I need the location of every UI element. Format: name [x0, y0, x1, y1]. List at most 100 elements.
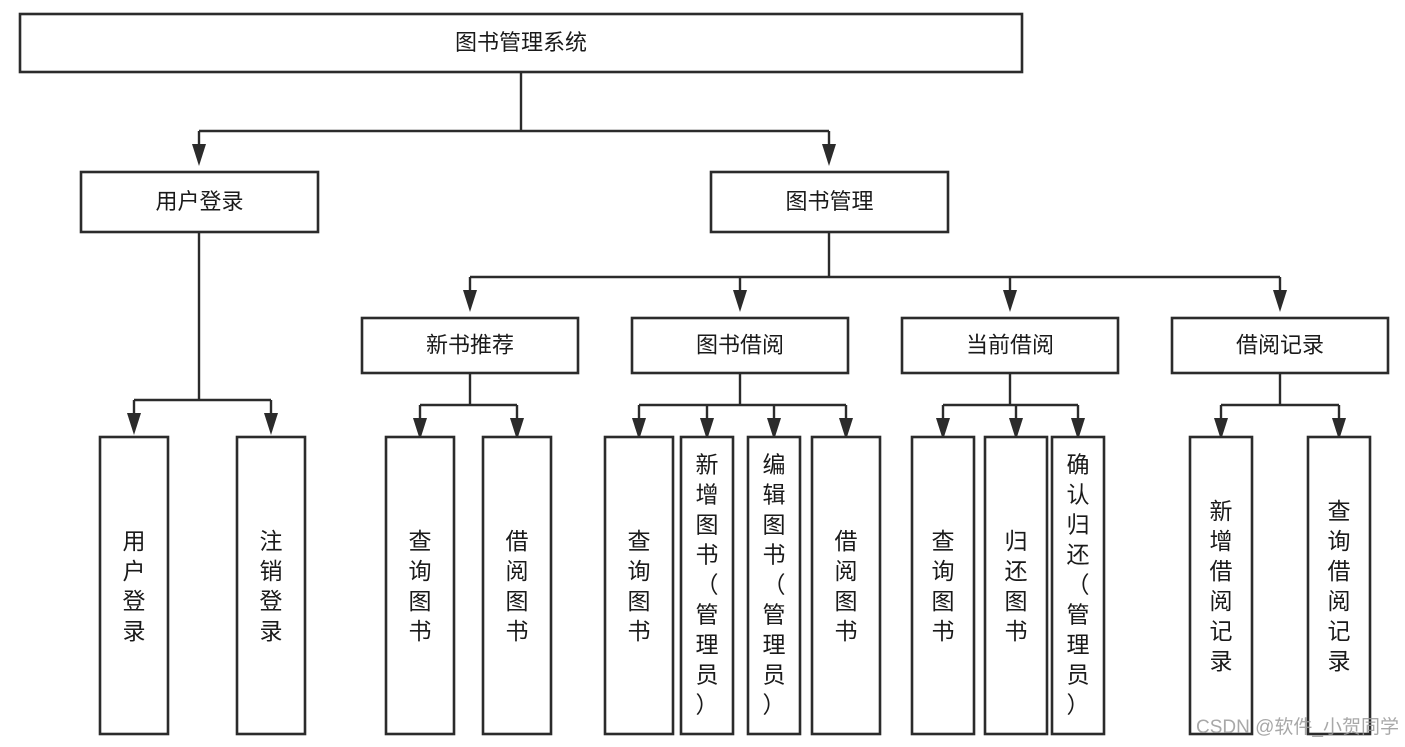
node-user-login[interactable]: 用户登录 [79, 170, 320, 234]
node-box-leaf-add-book[interactable] [679, 435, 735, 736]
node-box-current-borrow[interactable] [900, 316, 1120, 375]
label-char: 用 [123, 528, 146, 554]
arrow-head-icon [632, 418, 646, 440]
connector-recommend-to-leaves [413, 373, 524, 440]
node-new-book-recommend[interactable]: 新书推荐 [360, 316, 580, 375]
node-box-leaf-query-record[interactable] [1306, 435, 1372, 736]
node-box-leaf-user-login[interactable] [98, 435, 170, 736]
label-char: ） [1067, 691, 1090, 717]
node-box-leaf-add-record[interactable] [1188, 435, 1254, 736]
arrow-head-icon [936, 418, 950, 440]
node-box-leaf-borrow-book-2[interactable] [810, 435, 882, 736]
label-char: 查 [628, 528, 651, 554]
node-label-leaf-user-login: 用户登录 [123, 528, 146, 644]
node-label-borrow-record: 借阅记录 [1236, 332, 1324, 357]
label-char: 新 [1210, 498, 1233, 524]
node-leaf-user-login[interactable]: 用户登录 [98, 435, 170, 736]
node-box-leaf-return-book[interactable] [983, 435, 1049, 736]
node-root[interactable]: 图书管理系统 [18, 12, 1024, 74]
label-char: 借 [1328, 558, 1351, 584]
node-box-root[interactable] [18, 12, 1024, 74]
label-char: 图 [409, 588, 432, 614]
label-char: 认 [1067, 481, 1090, 507]
label-char: 新 [696, 451, 719, 477]
node-box-leaf-query-book-3[interactable] [910, 435, 976, 736]
label-char: 书 [932, 618, 955, 644]
label-char: 书 [835, 618, 858, 644]
node-label-root: 图书管理系统 [455, 30, 587, 55]
label-char: 询 [409, 558, 432, 584]
node-label-user-login: 用户登录 [155, 189, 243, 214]
label-char: 书 [628, 618, 651, 644]
label-char: 增 [696, 481, 719, 507]
node-box-user-login[interactable] [79, 170, 320, 234]
label-char: 查 [932, 528, 955, 554]
arrow-head-icon [733, 290, 747, 312]
node-box-leaf-query-book-2[interactable] [603, 435, 675, 736]
arrow-head-icon [839, 418, 853, 440]
label-char: 理 [1067, 631, 1090, 657]
label-char: 书 [409, 618, 432, 644]
node-box-leaf-logout[interactable] [235, 435, 307, 736]
node-box-book-borrow[interactable] [630, 316, 850, 375]
node-box-leaf-borrow-book-1[interactable] [481, 435, 553, 736]
label-char: 注 [260, 528, 283, 554]
label-char: 查 [409, 528, 432, 554]
label-char: 图 [506, 588, 529, 614]
node-label-book-manage: 图书管理 [785, 189, 873, 214]
node-borrow-record[interactable]: 借阅记录 [1170, 316, 1390, 375]
arrow-head-icon [1273, 290, 1287, 312]
label-char: （ [696, 571, 719, 597]
label-char: 阅 [1210, 588, 1233, 614]
node-current-borrow[interactable]: 当前借阅 [900, 316, 1120, 375]
label-char: 录 [123, 618, 146, 644]
arrow-head-icon [1071, 418, 1085, 440]
node-box-leaf-query-book-1[interactable] [384, 435, 456, 736]
label-char: 查 [1328, 498, 1351, 524]
label-char: 还 [1005, 558, 1028, 584]
label-char: 询 [628, 558, 651, 584]
edges-layer [127, 72, 1346, 440]
label-char: 图 [696, 511, 719, 537]
arrow-head-icon [700, 418, 714, 440]
label-char: （ [763, 571, 786, 597]
label-char: ） [696, 691, 719, 717]
label-char: 管 [763, 601, 786, 627]
connector-current-to-leaves [936, 373, 1085, 440]
node-book-borrow[interactable]: 图书借阅 [630, 316, 850, 375]
label-char: 询 [1328, 528, 1351, 554]
node-box-leaf-edit-book[interactable] [746, 435, 802, 736]
label-char: 借 [506, 528, 529, 554]
node-box-new-book-recommend[interactable] [360, 316, 580, 375]
node-box-book-manage[interactable] [709, 170, 950, 234]
connector-user-login-to-leaves [127, 232, 278, 435]
arrow-head-icon [127, 413, 141, 435]
label-char: ） [763, 691, 786, 717]
node-box-borrow-record[interactable] [1170, 316, 1390, 375]
node-label-current-borrow: 当前借阅 [966, 332, 1054, 357]
label-char: 辑 [763, 481, 786, 507]
node-box-leaf-confirm-return[interactable] [1050, 435, 1106, 736]
arrow-head-icon [264, 413, 278, 435]
node-book-manage[interactable]: 图书管理 [709, 170, 950, 234]
